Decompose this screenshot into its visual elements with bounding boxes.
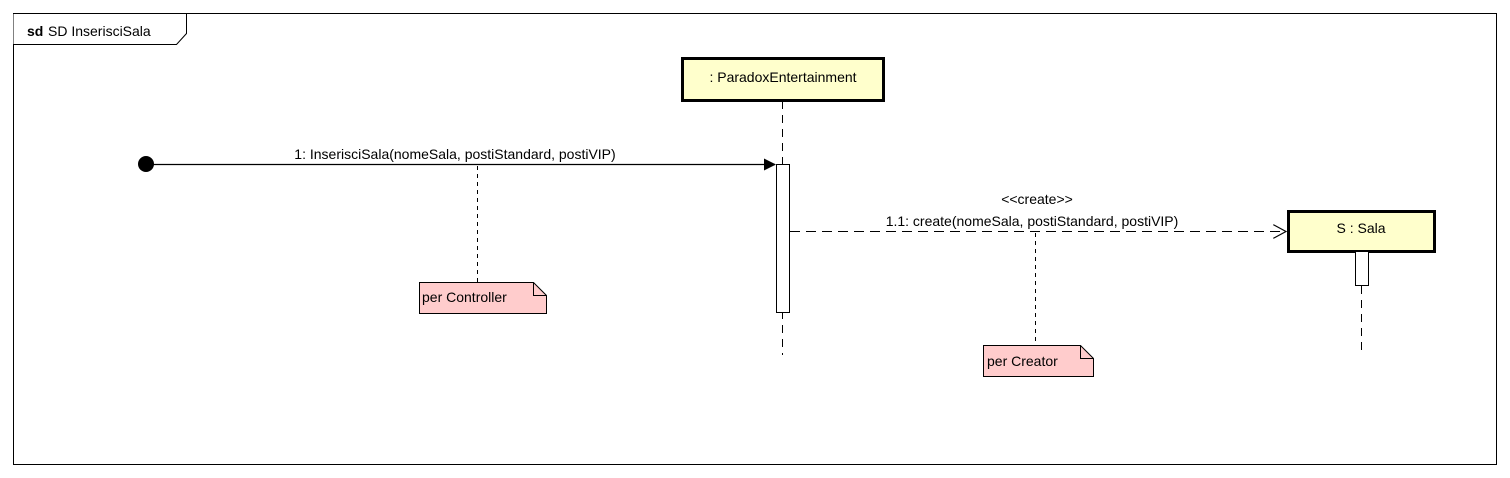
frame-border: [13, 13, 1497, 465]
note-box-creator[interactable]: [983, 345, 1094, 377]
frame-keyword: sd: [27, 23, 43, 39]
lifeline-sala[interactable]: S : Sala: [1287, 210, 1436, 356]
activation-bar-sala[interactable]: [1355, 251, 1369, 286]
message-inserisci-sala[interactable]: 1: InserisciSala(nomeSala, postiStandard…: [138, 146, 776, 172]
lifeline-label-paradox: : ParadoxEntertainment: [709, 69, 856, 85]
note-creator[interactable]: per Creator: [983, 233, 1094, 377]
note-box-controller[interactable]: [419, 282, 547, 314]
frame-tab: [13, 13, 187, 45]
note-text-creator: per Creator: [987, 353, 1058, 369]
lifeline-paradox-entertainment[interactable]: : ParadoxEntertainment: [681, 57, 885, 356]
note-text-controller: per Controller: [422, 289, 507, 305]
message-stereotype-create: <<create>>: [1001, 191, 1073, 207]
note-fold-creator: [1080, 345, 1094, 359]
note-controller[interactable]: per Controller: [419, 166, 547, 314]
lifeline-head-paradox[interactable]: [681, 57, 885, 102]
note-fold-controller: [533, 282, 547, 296]
lifeline-label-sala: S : Sala: [1336, 220, 1385, 236]
message-label-1: 1: InserisciSala(nomeSala, postiStandard…: [294, 146, 615, 162]
activation-bar-paradox[interactable]: [776, 164, 790, 313]
message-create[interactable]: <<create>> 1.1: create(nomeSala, postiSt…: [790, 191, 1286, 232]
message-label-create: 1.1: create(nomeSala, postiStandard, pos…: [886, 213, 1179, 229]
frame-name: SD InserisciSala: [48, 23, 151, 39]
